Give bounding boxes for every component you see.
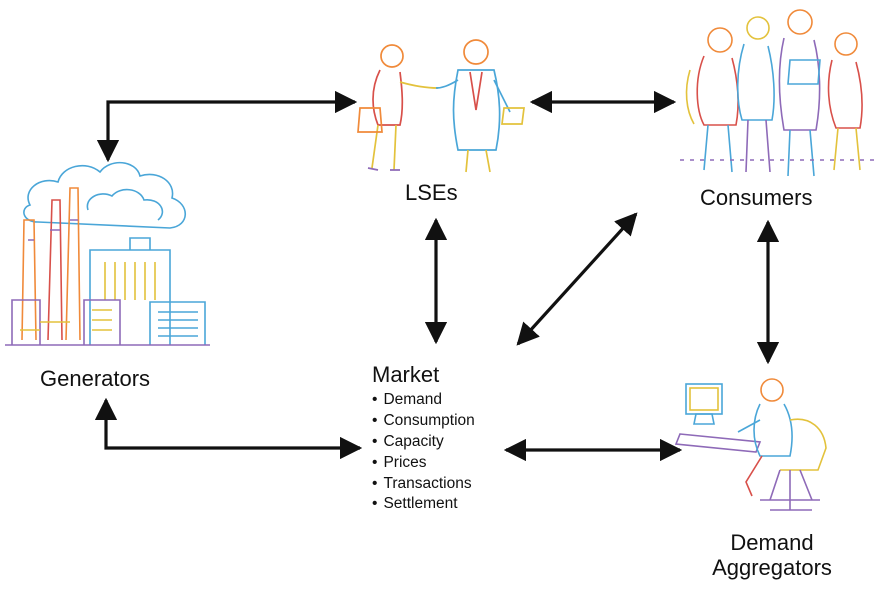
market-node: Market Demand Consumption Capacity Price… <box>372 362 475 515</box>
lses-label: LSEs <box>405 180 458 205</box>
market-item: Capacity <box>372 432 475 453</box>
connector-arrows <box>94 90 780 462</box>
consumers-group-icon <box>680 9 880 177</box>
consumers-label: Consumers <box>700 185 813 210</box>
market-title: Market <box>372 362 440 387</box>
market-item: Consumption <box>372 411 474 432</box>
power-plant-icon <box>5 161 210 346</box>
demand-aggregators-line2: Aggregators <box>712 555 832 581</box>
arrow-generators-lses <box>96 90 358 163</box>
arrow-market-consumers <box>516 212 638 346</box>
market-item: Demand <box>372 390 475 411</box>
market-item: Transactions <box>372 474 475 495</box>
computer-user-icon <box>674 378 827 511</box>
market-item: Prices <box>372 453 475 474</box>
market-items-list: Demand Consumption Capacity Prices Trans… <box>372 390 475 515</box>
handshake-people-icon <box>357 39 525 173</box>
generators-label: Generators <box>40 366 151 391</box>
arrow-generators-market <box>94 397 363 460</box>
demand-aggregators-label: Demand Aggregators <box>697 530 847 581</box>
market-item: Settlement <box>372 494 475 515</box>
demand-aggregators-line1: Demand <box>730 530 814 555</box>
